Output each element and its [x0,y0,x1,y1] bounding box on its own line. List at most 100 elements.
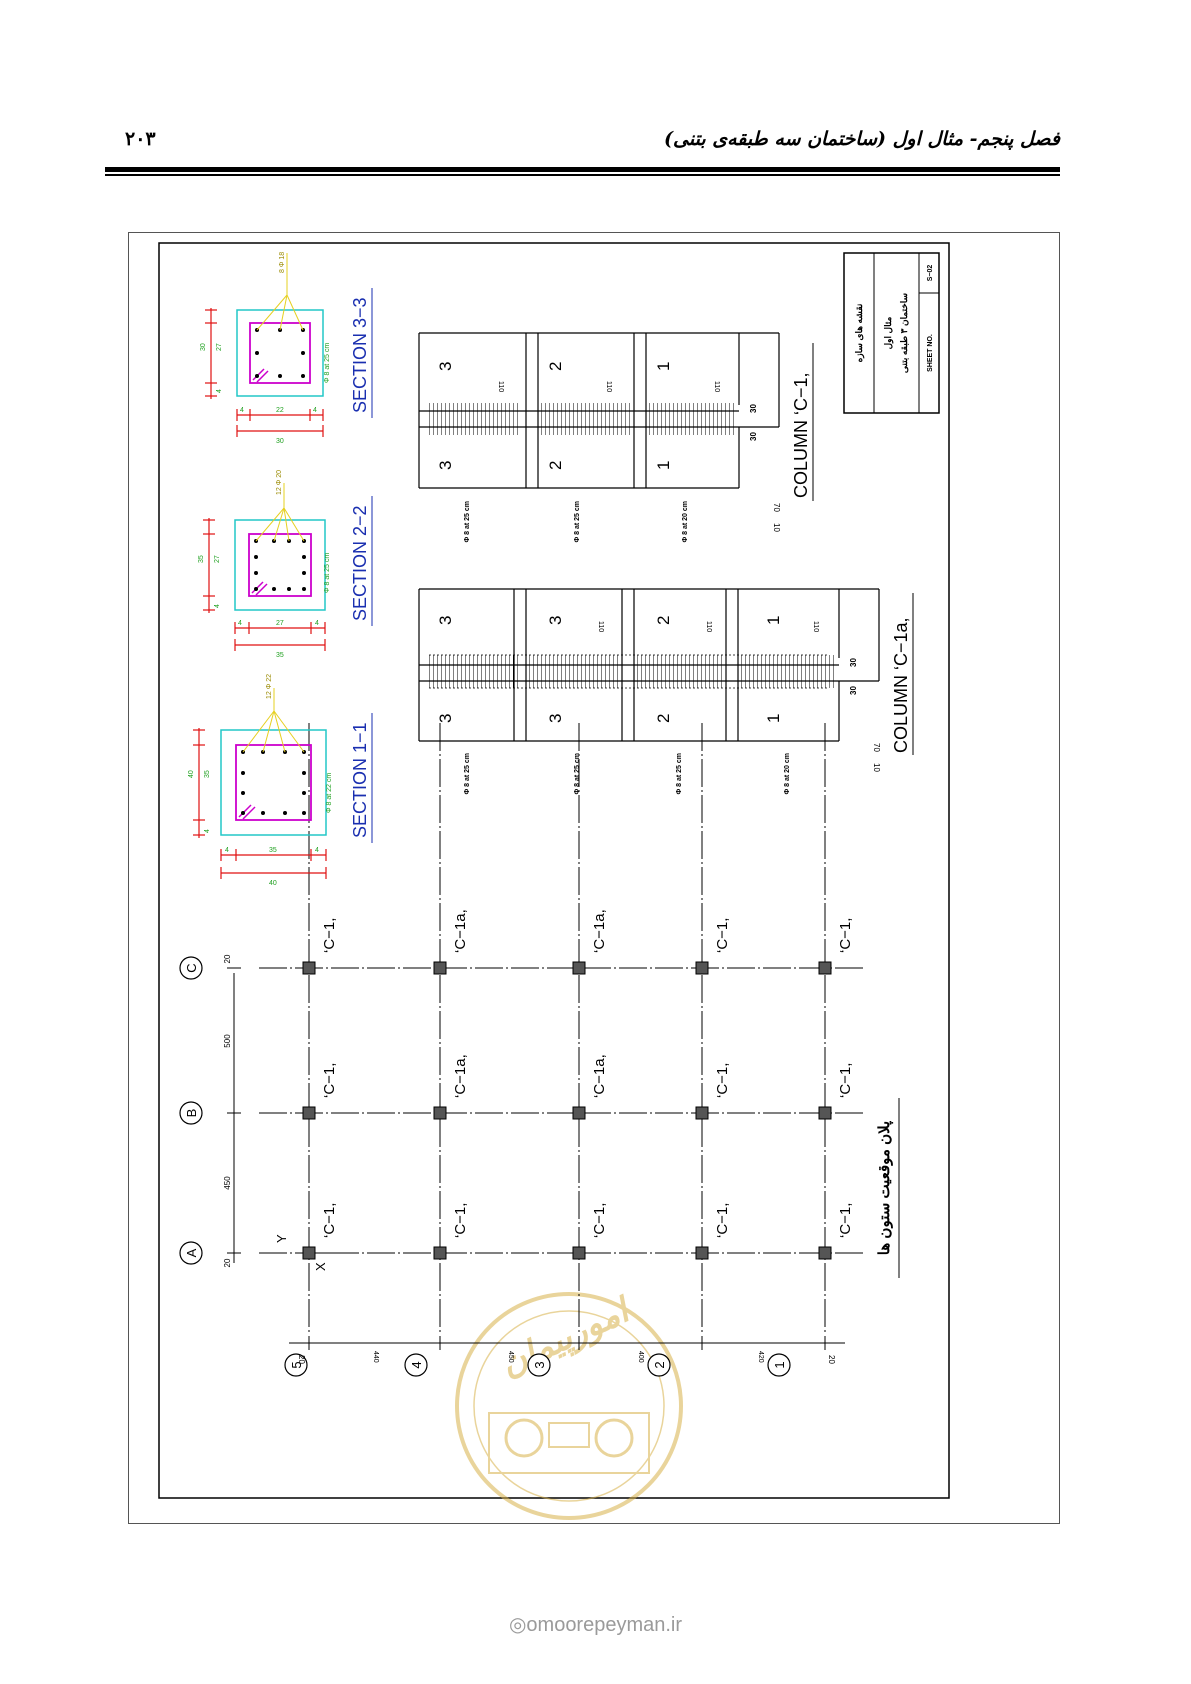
axis-label-1: 1 [772,1361,787,1368]
section-3-3-bars: 8 Φ 18 [279,252,286,273]
section-2-2-dim-w-cover-2: 4 [315,620,319,627]
section-2-2-dim-h-cover: 4 [214,604,221,608]
c1a-foot-dim-2: 10 [872,763,881,772]
axis-label-a: A [184,1248,199,1257]
column-label-b2: ‘C−1, [714,1063,731,1098]
title-block-line1: نقشه های سازه [854,304,865,363]
section-1-1-dim-h-core: 35 [204,770,211,778]
column-marker-b2 [695,1106,709,1120]
column-marker-b5 [302,1106,316,1120]
column-marker-b4 [433,1106,447,1120]
c1a-mark-upper-1: 1 [764,714,783,723]
section-3-3-dim-w-total: 30 [276,438,284,445]
column-c1a-elevation: Φ 8 at 25 cm Φ 8 at 25 cm Φ 8 at 25 cm Φ… [418,588,914,795]
column-label-c1: ‘C−1, [837,918,854,953]
section-3-3: 8 Φ 18 Φ 8 at 25 cm 30 27 4 4 22 4 30 SE… [200,252,373,445]
column-label-c4: ‘C−1a, [452,909,469,953]
column-label-b4: ‘C−1a, [452,1054,469,1098]
axis-bubble-2: 2 [647,1353,671,1377]
c1-title: COLUMN ‘C−1, [791,372,811,498]
axis-x-label: X [313,1262,328,1271]
plan-dim-a-edge: 20 [223,1258,232,1267]
c1-slab-dim-1: 110 [713,381,720,392]
c1a-tie-zone-1 [741,655,836,688]
page-header: فصل پنجم- مثال اول (ساختمان سه طبقه‌ی بت… [105,128,1060,168]
column-label-b3: ‘C−1a, [591,1054,608,1098]
drawing-sheet: امورپیمان [128,232,1060,1524]
c1a-slab-dim-3: 110 [597,621,604,632]
header-rule-thick [105,167,1060,172]
c1-mark-lower-3: 3 [436,362,455,371]
watermark-emblem: امورپیمان [455,1290,683,1520]
section-1-1-dim-h-total: 40 [188,770,195,778]
section-3-3-dim-w-core: 22 [276,407,284,414]
plan-column-markers [302,961,832,1260]
plan-grid-lines [259,723,864,1333]
title-block-line2: مثال اول [883,316,894,349]
plan-dim-12: 420 [757,1351,764,1363]
axis-bubble-4: 4 [404,1353,428,1377]
section-2-2-dim-h-core: 27 [214,555,221,563]
page-number: ۲۰۳ [125,128,156,150]
c1a-foot-dim-1: 70 [872,743,881,752]
c1a-mark-lower-2: 2 [654,616,673,625]
column-c1-elevation: Φ 8 at 25 cm Φ 8 at 25 cm Φ 8 at 20 cm 3… [418,332,814,543]
axis-bubble-a: A [179,1241,203,1265]
c1-section-marks: 3 2 1 3 2 1 [436,362,673,470]
axis-bubble-c: C [179,956,203,980]
column-label-c2: ‘C−1, [714,918,731,953]
section-2-2-dim-w-core: 27 [276,620,284,627]
column-marker-a2 [695,1246,709,1260]
column-marker-c5 [302,961,316,975]
axis-label-3: 3 [532,1361,547,1368]
c1a-tie-zone-4 [429,655,519,688]
plan-title: پلان موقعیت ستون ها [876,1098,900,1278]
column-marker-a1 [818,1246,832,1260]
section-1-1: 12 Φ 22 Φ 8 at 22 cm 40 35 4 4 35 4 40 S… [188,674,373,887]
column-plan: A B C 1 2 3 [179,723,900,1377]
column-label-a4: ‘C−1, [452,1203,469,1238]
c1-lap-dim-2: 30 [749,432,758,441]
column-marker-a3 [572,1246,586,1260]
c1-tie-label-2: Φ 8 at 25 cm [574,501,581,543]
plan-dim-ab: 450 [223,1176,232,1190]
c1a-tie-label-1: Φ 8 at 20 cm [784,753,791,795]
plan-dim-c-edge: 20 [223,954,232,963]
c1-mark-upper-3: 3 [436,461,455,470]
structural-drawing: امورپیمان [158,242,950,1520]
section-2-2-tie: Φ 8 at 25 cm [324,553,331,593]
c1-slab-dim-3: 110 [497,381,504,392]
section-2-2: 12 Φ 20 Φ 8 at 25 cm 35 27 4 4 27 4 35 S… [198,470,373,659]
c1-tie-zone-2 [541,403,631,435]
axis-bubble-1: 1 [767,1353,791,1377]
c1a-section-marks: 3 3 2 1 3 3 2 1 [436,616,783,723]
column-marker-a4 [433,1246,447,1260]
axis-bubble-3: 3 [527,1353,551,1377]
column-marker-a5 [302,1246,316,1260]
axis-label-b: B [184,1109,199,1118]
c1-foot-dim-1: 70 [772,503,781,512]
c1a-tie-label-2: Φ 8 at 25 cm [676,753,683,795]
c1a-mark-upper-2: 2 [654,714,673,723]
section-1-1-dim-w-cover-2: 4 [315,847,319,854]
c1-lap-dim-1: 30 [749,404,758,413]
c1a-title: COLUMN ‘C−1a, [891,617,911,753]
watermark-site: ◎omoorepeyman.ir [0,1612,1191,1637]
section-1-1-title: SECTION 1−1 [350,722,370,838]
axis-bubble-b: B [179,1101,203,1125]
plan-dimension-lines [227,967,845,1350]
c1a-lap-dim-2: 30 [849,686,858,695]
column-marker-c3 [572,961,586,975]
c1-slab-dim-2: 110 [605,381,612,392]
watermark-emblem-text: امورپیمان [495,1290,639,1385]
axis-label-c: C [184,963,199,972]
title-block-sheet-label: SHEET NO. [927,334,934,372]
column-label-b5: ‘C−1, [321,1063,338,1098]
column-marker-c2 [695,961,709,975]
title-block: نقشه های سازه مثال اول ساختمان ۳ طبقه بت… [843,252,940,414]
c1-tie-label-3: Φ 8 at 25 cm [464,501,471,543]
c1-mark-upper-1: 1 [654,461,673,470]
c1a-tie-label-4: Φ 8 at 25 cm [464,753,471,795]
column-marker-b1 [818,1106,832,1120]
section-2-2-dim-w-total: 35 [276,652,284,659]
